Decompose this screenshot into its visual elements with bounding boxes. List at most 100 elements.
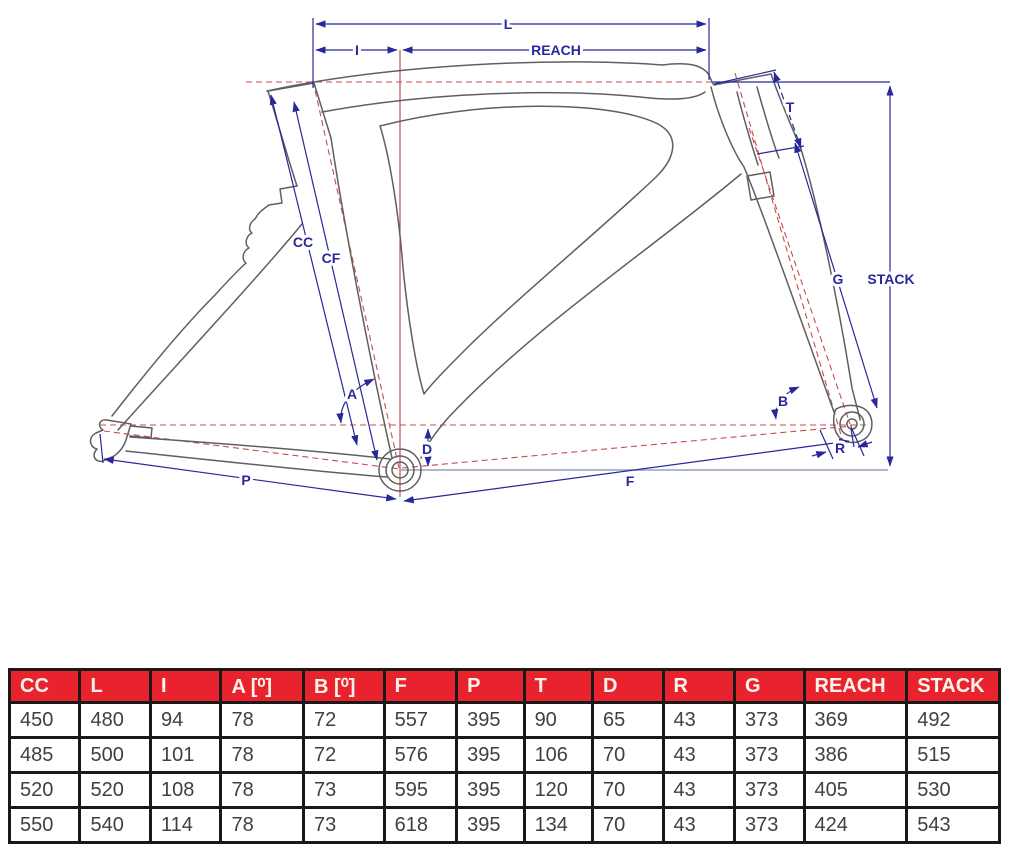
cell: 78: [219, 736, 306, 774]
cell: 65: [591, 701, 665, 739]
cell: 114: [148, 806, 223, 844]
cell: 520: [7, 771, 82, 809]
cell: 550: [7, 806, 82, 844]
cell: 557: [382, 701, 459, 739]
cell: 70: [591, 771, 665, 809]
cell: 90: [522, 701, 595, 739]
cell: 78: [219, 701, 306, 739]
dim-arrow-rake-right: [857, 440, 873, 448]
dim-line-chainstay-p: [103, 456, 397, 502]
ext-line-rear-axle: [99, 433, 104, 464]
frame-seat-stay-front-edge: [111, 185, 298, 417]
dim-label-f: F: [626, 473, 635, 489]
cell: 515: [905, 736, 1001, 774]
table-row: 520 520 108 78 73 595 395 120 70 43 373 …: [7, 771, 1001, 809]
col-header-r: R: [661, 668, 737, 704]
cell: 369: [802, 701, 909, 739]
dim-label-g: G: [833, 271, 844, 287]
dim-label-d: D: [422, 441, 432, 457]
col-header-cc: CC: [7, 668, 82, 704]
cell: 480: [78, 701, 152, 739]
cell: 108: [148, 771, 223, 809]
table-row: 550 540 114 78 73 618 395 134 70 43 373 …: [7, 806, 1001, 844]
col-header-p: P: [455, 668, 526, 704]
frame-top-tube-upper-edge: [266, 61, 714, 92]
dim-label-reach: REACH: [531, 42, 581, 58]
cell: 78: [219, 806, 306, 844]
dim-arc-seat-angle-a: [336, 378, 375, 424]
frame-rear-dropout-slot: [129, 425, 153, 439]
frame-geometry-svg: L I REACH T CC CF G STACK A B D R P F: [89, 16, 915, 504]
col-header-a: A [⁰]: [219, 668, 306, 704]
cell: 543: [905, 806, 1001, 844]
cell: 492: [905, 701, 1001, 739]
cell: 386: [802, 736, 909, 774]
frame-head-tube-cap: [713, 73, 772, 86]
dim-label-i: I: [355, 42, 359, 58]
frame-front-axle-inner: [846, 418, 858, 430]
chainstay-axis: [103, 430, 401, 470]
frame-down-tube: [420, 173, 742, 459]
frame-main-triangle-cutout: [379, 105, 674, 395]
dim-label-r: R: [835, 440, 845, 456]
col-header-reach: REACH: [802, 668, 909, 704]
table-row: 485 500 101 78 72 576 395 106 70 43 373 …: [7, 736, 1001, 774]
dim-label-l: L: [504, 16, 513, 32]
cell: 73: [302, 806, 386, 844]
cell: 70: [591, 806, 665, 844]
frame-steerer-inner-line-1: [736, 91, 759, 166]
dim-line-front-center-f: [403, 438, 850, 504]
steering-axis: [734, 72, 847, 453]
table-header-row: CC L I A [⁰] B [⁰] F P T D R G REACH STA…: [7, 668, 1001, 704]
cell: 101: [148, 736, 223, 774]
cell: 576: [382, 736, 459, 774]
cell: 450: [7, 701, 82, 739]
cell: 373: [733, 771, 806, 809]
cell: 395: [455, 771, 526, 809]
cell: 43: [661, 701, 737, 739]
frame-geometry-diagram: L I REACH T CC CF G STACK A B D R P F: [89, 16, 915, 504]
cell: 395: [455, 806, 526, 844]
cell: 405: [802, 771, 909, 809]
frame-head-tube-left-edge: [710, 86, 745, 168]
dim-line-seat-tube-cc: [269, 94, 359, 446]
dim-label-cc: CC: [293, 234, 313, 250]
dim-line-fork-g: [794, 142, 878, 409]
cell: 373: [733, 806, 806, 844]
cell: 500: [78, 736, 152, 774]
geometry-table: CC L I A [⁰] B [⁰] F P T D R G REACH STA…: [7, 668, 1001, 844]
frame-seat-stay-rear-edge: [117, 223, 303, 431]
frame-seat-mast-cap: [267, 82, 315, 92]
frame-rear-dropout: [89, 419, 132, 463]
dim-arc-head-angle-b: [770, 386, 800, 420]
cell: 395: [455, 736, 526, 774]
dim-line-seat-tube-cf: [292, 101, 379, 461]
cell: 120: [522, 771, 595, 809]
cell: 78: [219, 771, 306, 809]
col-header-l: L: [78, 668, 152, 704]
dim-label-b: B: [778, 393, 788, 409]
col-header-i: I: [148, 668, 223, 704]
dim-label-cf: CF: [322, 250, 341, 266]
cell: 618: [382, 806, 459, 844]
cell: 540: [78, 806, 152, 844]
frame-head-bearing-detail: [746, 171, 775, 201]
cell: 595: [382, 771, 459, 809]
front-center-axis: [401, 425, 853, 469]
ext-line-front-axle: [850, 428, 855, 448]
seat-tube-axis: [312, 80, 400, 469]
col-header-stack: STACK: [905, 668, 1001, 704]
cell: 530: [905, 771, 1001, 809]
col-header-f: F: [382, 668, 459, 704]
frame-seat-mast-left-edge: [267, 90, 298, 187]
cell: 373: [733, 736, 806, 774]
frame-top-tube-lower-edge: [321, 91, 706, 113]
cell: 424: [802, 806, 909, 844]
ext-line-head-cap: [713, 69, 777, 85]
cell: 73: [302, 771, 386, 809]
cell: 395: [455, 701, 526, 739]
cell: 106: [522, 736, 595, 774]
col-header-d: D: [591, 668, 665, 704]
dim-label-p: P: [241, 472, 250, 488]
cell: 520: [78, 771, 152, 809]
